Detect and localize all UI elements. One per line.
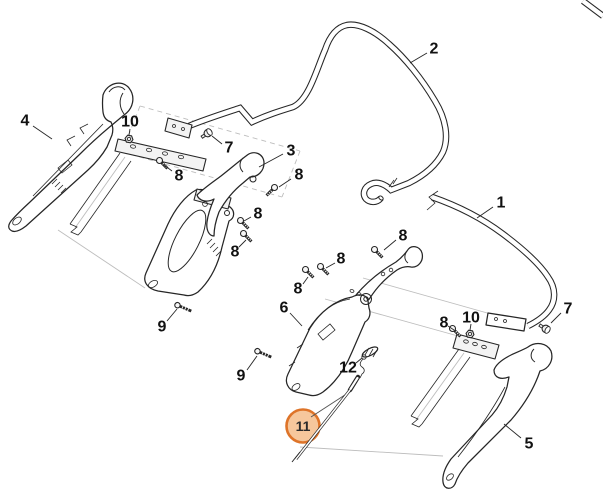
callout-8[interactable]: 8 bbox=[337, 251, 346, 268]
callout-8[interactable]: 8 bbox=[440, 315, 449, 332]
part-12-clip bbox=[361, 346, 379, 358]
callout-8[interactable]: 8 bbox=[294, 281, 303, 298]
screw-8 bbox=[316, 262, 330, 276]
callout-7[interactable]: 7 bbox=[225, 140, 234, 157]
handle-support-rail-right bbox=[410, 333, 500, 428]
screw-7 bbox=[537, 321, 552, 335]
screw-9 bbox=[252, 346, 274, 361]
screw-8 bbox=[370, 245, 384, 259]
highlight-circle[interactable] bbox=[285, 408, 321, 444]
screw-8 bbox=[239, 229, 253, 243]
callout-12[interactable]: 12 bbox=[339, 360, 357, 377]
callout-2[interactable]: 2 bbox=[430, 41, 439, 58]
callout-11-highlighted[interactable]: 11 bbox=[296, 418, 311, 434]
callout-8[interactable]: 8 bbox=[295, 167, 304, 184]
part-11-bowden-cable bbox=[291, 354, 367, 463]
callout-6[interactable]: 6 bbox=[280, 300, 289, 317]
part-6-console-housing-right bbox=[285, 246, 424, 397]
part-4-console-cover-left bbox=[8, 82, 134, 233]
callout-3[interactable]: 3 bbox=[287, 143, 296, 160]
screw-7 bbox=[199, 127, 214, 141]
callout-4[interactable]: 4 bbox=[21, 113, 30, 130]
callout-8[interactable]: 8 bbox=[254, 206, 263, 223]
callout-1[interactable]: 1 bbox=[497, 195, 506, 212]
handle-support-rail-left bbox=[69, 138, 207, 236]
callout-9[interactable]: 9 bbox=[158, 319, 167, 336]
callout-10[interactable]: 10 bbox=[462, 310, 480, 327]
callout-8[interactable]: 8 bbox=[399, 228, 408, 245]
nut-10 bbox=[464, 329, 476, 339]
callout-7[interactable]: 7 bbox=[564, 301, 573, 318]
callout-8[interactable]: 8 bbox=[231, 244, 240, 261]
callout-8[interactable]: 8 bbox=[175, 168, 184, 185]
callout-labels: 4 10 7 8 3 8 2 1 8 8 8 8 8 9 6 9 8 10 7 … bbox=[21, 41, 573, 453]
callout-9[interactable]: 9 bbox=[237, 368, 246, 385]
callout-leaders bbox=[32, 52, 562, 439]
part-3-console-cap bbox=[196, 152, 265, 237]
handlebar-mount-plate-left bbox=[164, 117, 193, 139]
part-5-console-cover-right bbox=[442, 342, 553, 489]
part-2-handlebar-bail bbox=[164, 0, 603, 206]
callout-10[interactable]: 10 bbox=[121, 114, 139, 131]
screw-8 bbox=[301, 265, 315, 279]
screw-9 bbox=[172, 300, 194, 315]
callout-5[interactable]: 5 bbox=[525, 436, 534, 453]
part-1-handle-tube bbox=[426, 190, 558, 332]
